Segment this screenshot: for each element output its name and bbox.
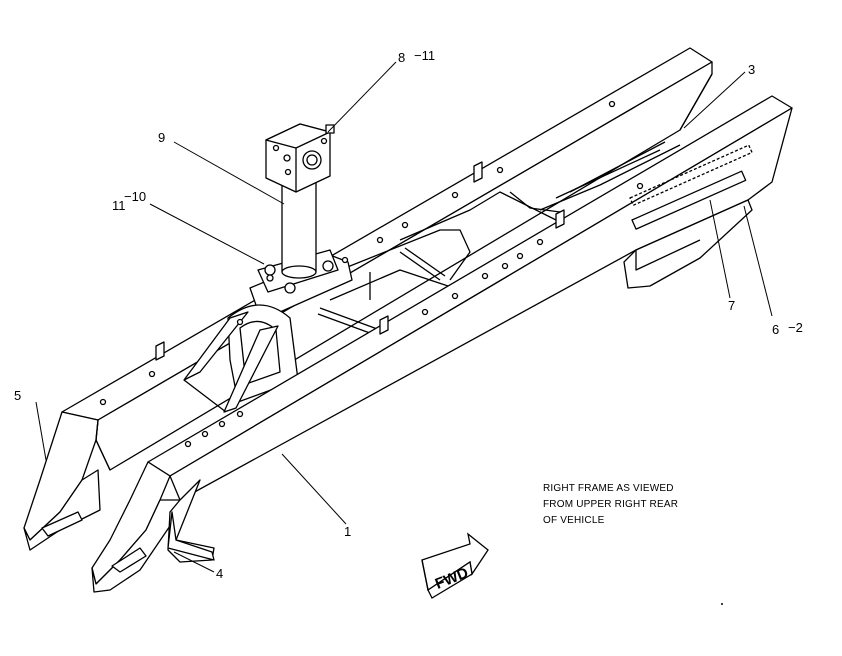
view-note: RIGHT FRAME AS VIEWED FROM UPPER RIGHT R… (543, 481, 678, 529)
callout-1: 1 (344, 524, 351, 539)
leader-lines (35, 61, 773, 573)
callout-9: 9 (158, 130, 165, 145)
post-assembly (257, 123, 339, 294)
callout-7: 7 (728, 298, 735, 313)
callout-5: 5 (14, 388, 21, 403)
callout-8: 8 (398, 50, 405, 65)
right-rail (91, 95, 793, 593)
frame-drawing (23, 47, 793, 593)
left-rail (23, 47, 713, 551)
callout-8-sub: −11 (414, 48, 435, 63)
flange-holes (99, 100, 644, 448)
fwd-arrow-icon: FWD (421, 532, 489, 599)
callouts: 8 −11 9 11 −10 3 5 7 6 −2 1 4 (14, 48, 803, 581)
callout-6-sub: −2 (788, 320, 803, 335)
speck (721, 603, 723, 605)
view-note-line-3: OF VEHICLE (543, 515, 605, 526)
view-note-line-2: FROM UPPER RIGHT REAR (543, 499, 679, 510)
callout-6: 6 (772, 322, 779, 337)
callout-4: 4 (216, 566, 223, 581)
gusset-4 (167, 511, 215, 561)
callout-11-sub: −10 (124, 189, 146, 204)
clips (155, 161, 565, 361)
callout-11: 11 (112, 198, 126, 213)
slot-row (629, 144, 753, 206)
view-note-line-1: RIGHT FRAME AS VIEWED (543, 483, 674, 494)
pivot-bracket (183, 304, 299, 413)
callout-3: 3 (748, 62, 755, 77)
